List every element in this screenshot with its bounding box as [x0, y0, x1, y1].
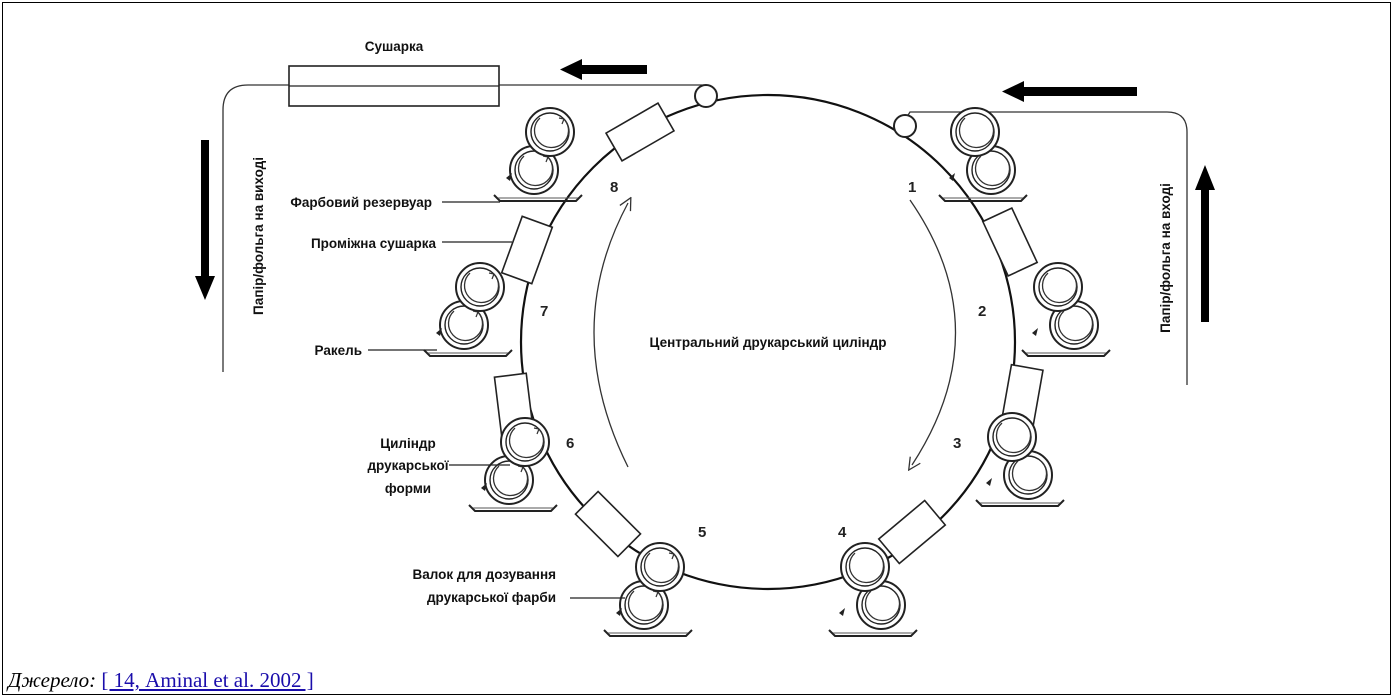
rotation-arrow-left	[593, 203, 628, 468]
guide-roller-in	[893, 114, 917, 138]
central-cylinder	[519, 93, 1017, 591]
ink-reservoir-label: Фарбовий резервуар	[290, 195, 432, 210]
guide-roller-out	[694, 84, 718, 108]
paper-in-label: Папір/фольга на вході	[1158, 183, 1173, 333]
station-number: 7	[540, 303, 548, 320]
source-link[interactable]: [ 14, Aminal et al. 2002 ]	[101, 668, 314, 692]
source-caption: Джерело: [ 14, Aminal et al. 2002 ]	[8, 668, 314, 693]
center-cylinder-label: Центральний друкарський циліндр	[650, 335, 887, 350]
rotation-arrow-right	[910, 199, 957, 465]
station-number: 5	[698, 524, 706, 541]
plate-cylinder-label: форми	[385, 481, 431, 496]
station-number: 3	[953, 435, 961, 452]
doctor-blade-label: Ракель	[315, 343, 362, 358]
paper-out-label: Папір/фольга на виході	[251, 157, 266, 315]
metering-roller-label: друкарської фарби	[427, 590, 556, 605]
station-number: 6	[566, 435, 574, 452]
station-number: 8	[610, 179, 618, 196]
station-number: 1	[908, 179, 916, 196]
metering-roller-label: Валок для дозування	[412, 567, 556, 582]
leader-lines	[368, 201, 625, 599]
source-label: Джерело:	[8, 668, 97, 692]
flow-arrows	[195, 59, 1215, 322]
web-path	[222, 84, 1188, 385]
plate-cylinder-label: Циліндр	[380, 436, 435, 451]
station-number: 2	[978, 303, 986, 320]
dryer-label: Сушарка	[365, 39, 424, 54]
intermediate-dryer-label: Проміжна сушарка	[311, 236, 437, 251]
station-number: 4	[838, 524, 847, 541]
plate-cylinder-label: друкарської	[367, 458, 449, 473]
